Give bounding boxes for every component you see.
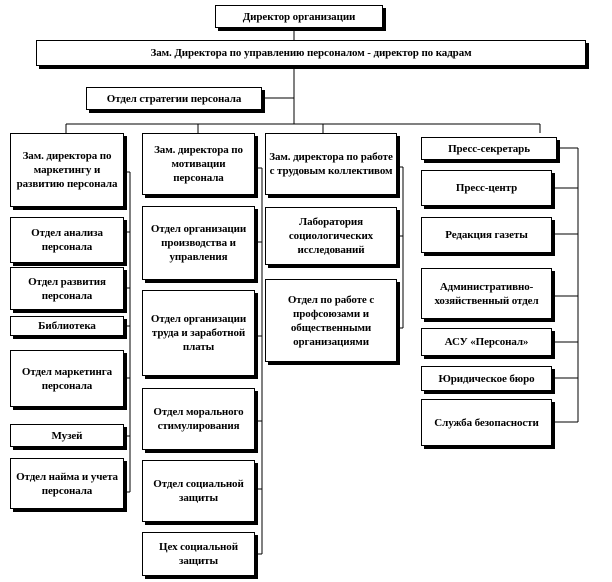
director-label: Директор организации xyxy=(242,10,356,23)
col1-item-label: Библиотека xyxy=(38,320,96,332)
deputy-hr-label: Зам. Директора по управлению персоналом … xyxy=(150,47,472,59)
col3-item: Лаборатория социологических исследований xyxy=(265,207,397,265)
col1-item: Отдел развития персонала xyxy=(10,267,124,310)
col4-item: АСУ «Персонал» xyxy=(421,328,552,356)
col4-item-label: Административно-хозяйственный отдел xyxy=(434,280,539,307)
col1-item: Отдел анализа персонала xyxy=(10,217,124,263)
col4-head: Пресс-секретарь xyxy=(421,137,557,160)
col3-item-label: Отдел по работе с профсоюзами и обществе… xyxy=(287,293,375,348)
col3-item-label: Лаборатория социологических исследований xyxy=(288,216,374,256)
col2-item: Отдел морального стимулирования xyxy=(142,388,255,450)
director-box: Директор организации xyxy=(215,5,383,28)
col2-item-label: Отдел морального стимулирования xyxy=(153,406,244,432)
col1-head: Зам. директора по маркетингу и развитию … xyxy=(10,133,124,207)
col1-item-label: Отдел найма и учета персонала xyxy=(16,470,118,497)
col1-item: Библиотека xyxy=(10,316,124,336)
col4-head-label: Пресс-секретарь xyxy=(448,142,530,155)
col2-item-label: Отдел организации труда и заработной пла… xyxy=(150,313,247,353)
col3-head: Зам. директора по работе с трудовым колл… xyxy=(265,133,397,195)
deputy-hr-box: Зам. Директора по управлению персоналом … xyxy=(36,40,586,66)
col1-item-label: Отдел маркетинга персонала xyxy=(21,365,113,392)
col1-item: Отдел найма и учета персонала xyxy=(10,458,124,509)
col2-head-label: Зам. директора по мотивации персонала xyxy=(154,144,243,184)
col1-item-label: Музей xyxy=(51,429,83,442)
col2-item-label: Цех социальной защиты xyxy=(159,541,238,567)
col4-item: Пресс-центр xyxy=(421,170,552,206)
col4-item: Служба безопасности xyxy=(421,399,552,446)
col4-item-label: Пресс-центр xyxy=(455,182,518,194)
col1-head-label: Зам. директора по маркетингу и развитию … xyxy=(16,150,118,190)
col2-item-label: Отдел социальной защиты xyxy=(153,478,244,504)
col4-item: Юридическое бюро xyxy=(421,366,552,391)
col3-head-label: Зам. директора по работе с трудовым колл… xyxy=(269,151,393,177)
col4-item-label: Юридическое бюро xyxy=(438,372,535,385)
col4-item-label: Служба безопасности xyxy=(434,416,539,429)
col1-item-label: Отдел анализа персонала xyxy=(31,227,103,253)
col2-item-label: Отдел организации производства и управле… xyxy=(150,223,247,263)
strategy-dept-box: Отдел стратегии персонала xyxy=(86,87,262,110)
strategy-dept-label: Отдел стратегии персонала xyxy=(106,92,242,105)
col4-item: Редакция газеты xyxy=(421,217,552,253)
col2-item: Отдел социальной защиты xyxy=(142,460,255,522)
col3-item: Отдел по работе с профсоюзами и обществе… xyxy=(265,279,397,362)
col1-item: Отдел маркетинга персонала xyxy=(10,350,124,407)
col2-item: Отдел организации труда и заработной пла… xyxy=(142,290,255,376)
col2-head: Зам. директора по мотивации персонала xyxy=(142,133,255,195)
col2-item: Цех социальной защиты xyxy=(142,532,255,576)
col2-item: Отдел организации производства и управле… xyxy=(142,206,255,280)
col4-item: Административно-хозяйственный отдел xyxy=(421,268,552,319)
col4-item-label: АСУ «Персонал» xyxy=(444,336,529,348)
col4-item-label: Редакция газеты xyxy=(445,229,528,241)
col1-item: Музей xyxy=(10,424,124,447)
col1-item-label: Отдел развития персонала xyxy=(28,275,106,302)
